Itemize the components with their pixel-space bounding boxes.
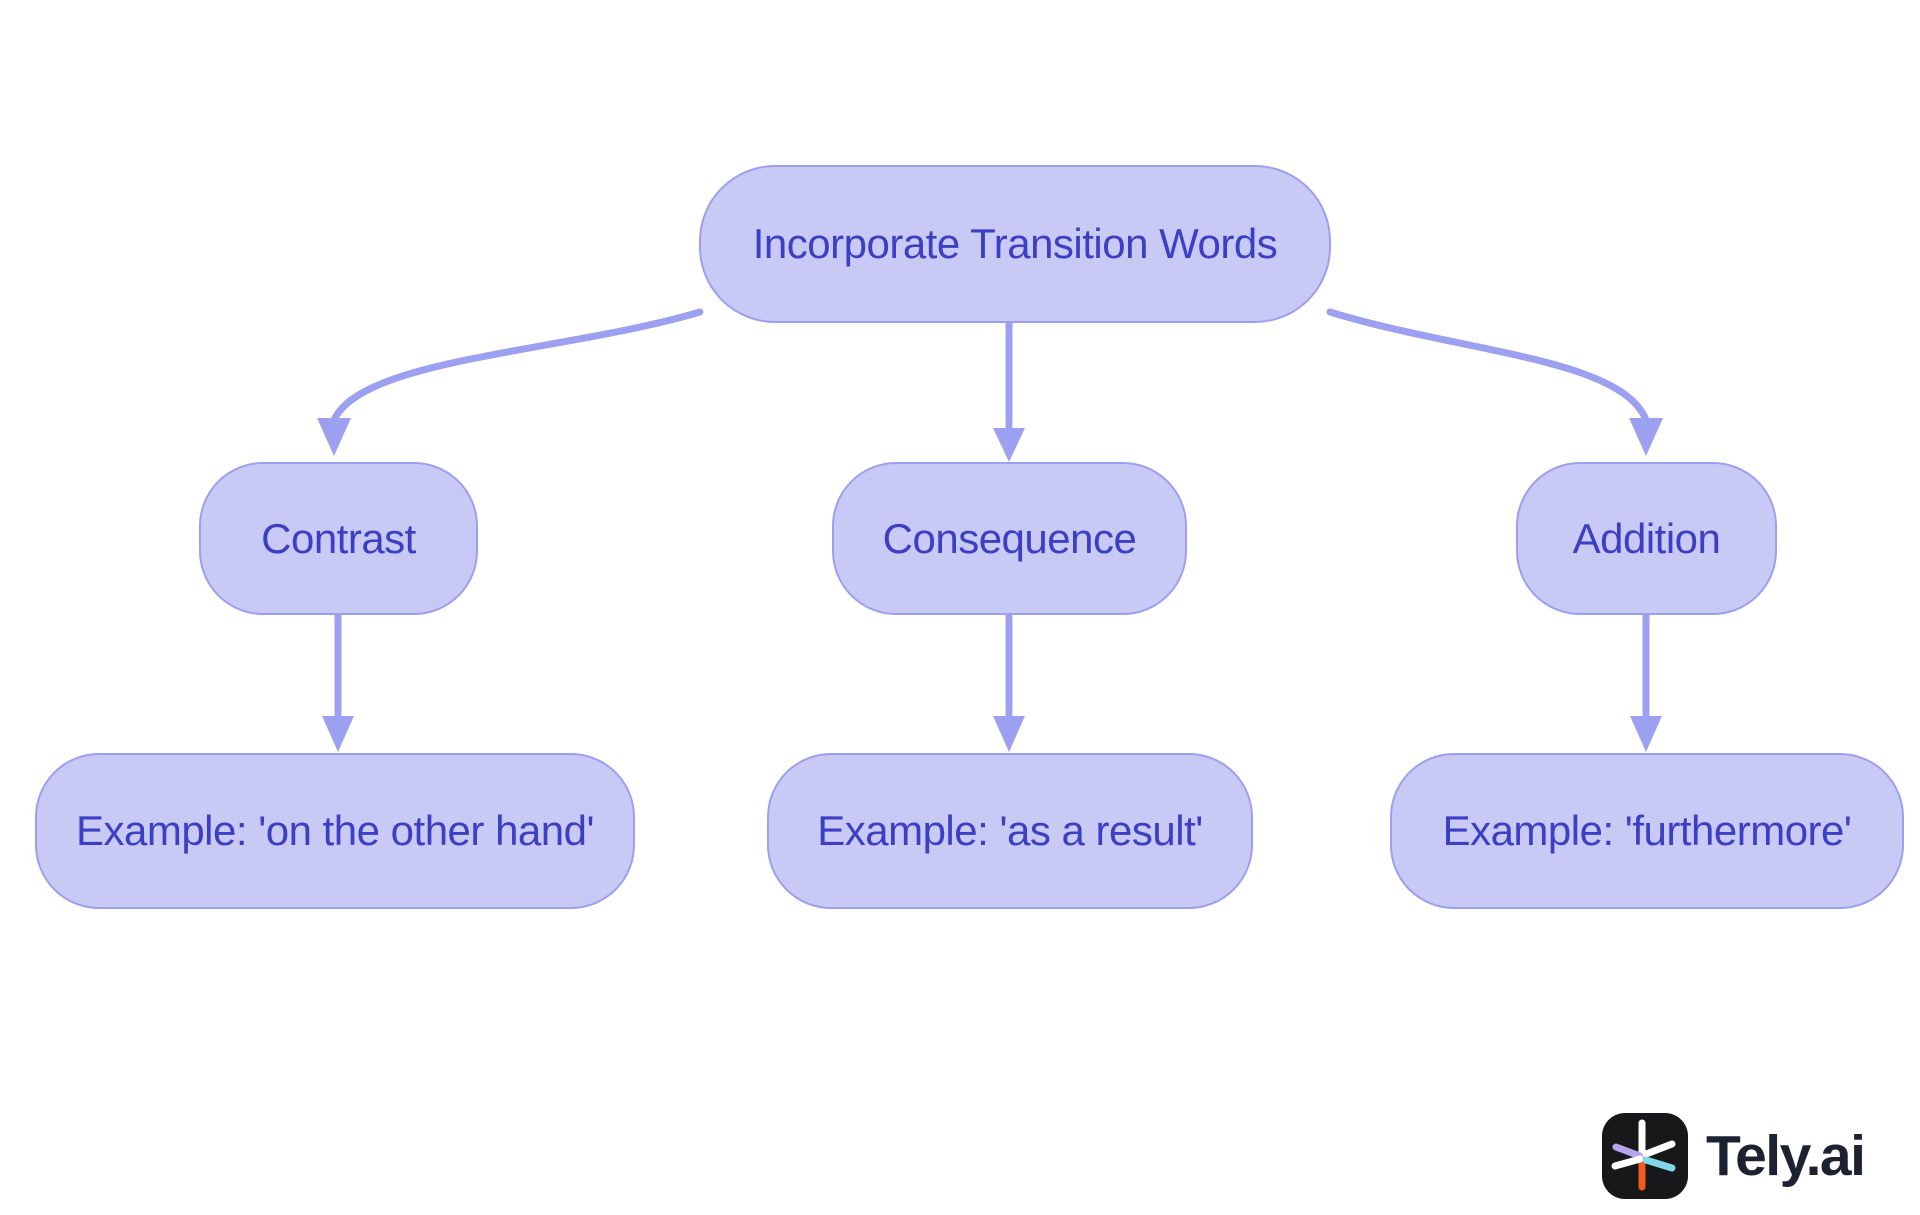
connector-root-to-addition bbox=[1326, 308, 1663, 456]
connector-root-to-contrast bbox=[317, 308, 704, 456]
arrowhead-down-icon bbox=[322, 716, 354, 752]
arrowhead-down-icon bbox=[317, 418, 351, 456]
connector-addition-to-example bbox=[1630, 612, 1662, 752]
node-label: Consequence bbox=[882, 514, 1137, 562]
brand-wordmark: Tely.ai bbox=[1706, 1123, 1866, 1188]
node-example-furthermore: Example: 'furthermore' bbox=[1390, 753, 1904, 909]
node-label: Example: 'furthermore' bbox=[1442, 807, 1852, 854]
arrowhead-down-icon bbox=[993, 716, 1025, 752]
arrowhead-down-icon bbox=[993, 428, 1025, 462]
node-consequence: Consequence bbox=[832, 462, 1187, 615]
connector-root-to-consequence bbox=[993, 319, 1025, 462]
node-label: Addition bbox=[1572, 514, 1721, 562]
tely-asterisk-icon bbox=[1602, 1113, 1688, 1199]
arrowhead-down-icon bbox=[1629, 418, 1663, 456]
node-incorporate-transition-words: Incorporate Transition Words bbox=[699, 165, 1331, 323]
connector-consequence-to-example bbox=[993, 612, 1025, 752]
node-label: Incorporate Transition Words bbox=[752, 220, 1278, 267]
node-example-as-a-result: Example: 'as a result' bbox=[767, 753, 1253, 909]
node-label: Contrast bbox=[261, 514, 416, 562]
node-contrast: Contrast bbox=[199, 462, 478, 615]
node-example-on-the-other-hand: Example: 'on the other hand' bbox=[35, 753, 635, 909]
brand-logo: Tely.ai bbox=[1602, 1113, 1866, 1199]
connector-contrast-to-example bbox=[322, 612, 354, 752]
node-label: Example: 'as a result' bbox=[817, 807, 1203, 854]
arrowhead-down-icon bbox=[1630, 716, 1662, 752]
node-addition: Addition bbox=[1516, 462, 1777, 615]
node-label: Example: 'on the other hand' bbox=[75, 807, 595, 854]
